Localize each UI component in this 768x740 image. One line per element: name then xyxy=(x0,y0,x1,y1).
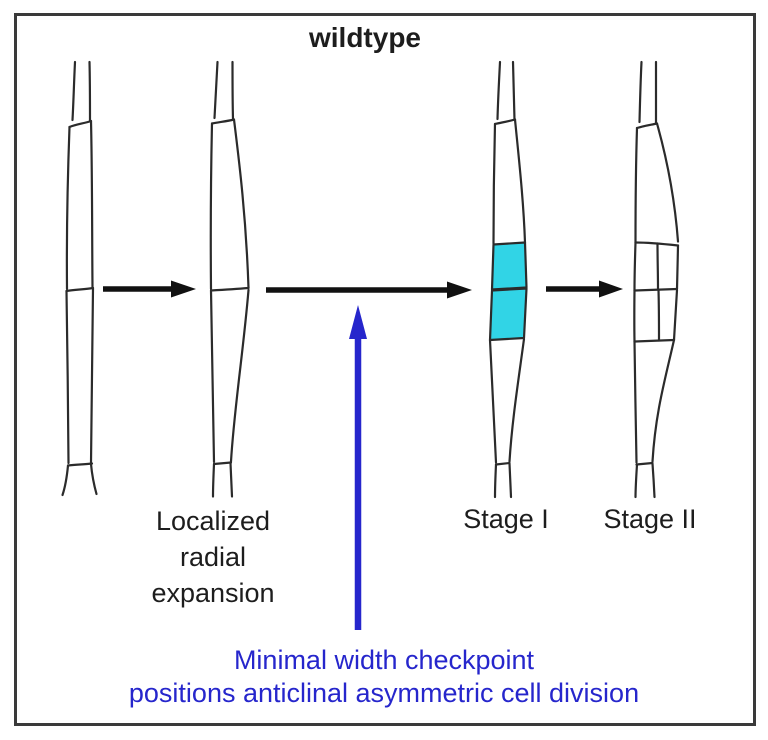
cell-file-radial-expansion xyxy=(209,60,250,498)
progression-arrows xyxy=(103,280,623,299)
arrow-step-3 xyxy=(546,280,623,298)
cell-wall xyxy=(209,122,214,291)
cell-wall xyxy=(209,289,216,464)
cell-wall xyxy=(213,60,219,120)
cell-wall xyxy=(71,60,77,122)
cell-file-stage1 xyxy=(488,60,528,499)
cell-wall xyxy=(493,463,498,499)
cell-wall xyxy=(89,119,94,289)
cell-junction xyxy=(635,461,654,466)
cell-wall xyxy=(638,60,643,124)
checkpoint-arrow xyxy=(349,305,367,630)
highlighted-cell-upper xyxy=(490,241,528,291)
cell-wall xyxy=(492,122,497,245)
cell-junction xyxy=(210,118,236,125)
cell-wall xyxy=(651,338,676,463)
cell-wall xyxy=(508,462,513,499)
cell-wall xyxy=(655,122,680,243)
cell-wall xyxy=(633,241,637,292)
cell-wall xyxy=(229,288,250,463)
cell-wall xyxy=(488,338,498,464)
cell-wall xyxy=(229,461,234,498)
division-line-horizontal xyxy=(633,287,679,292)
cell-junction xyxy=(65,286,95,293)
arrow-head xyxy=(349,305,367,339)
label-line: radial xyxy=(179,542,247,572)
cell-wall xyxy=(232,118,250,290)
cell-wall xyxy=(496,60,502,121)
cell-wall xyxy=(633,340,638,464)
division-line-vertical xyxy=(656,242,660,291)
cell-wall xyxy=(61,464,70,497)
cell-wall xyxy=(231,60,235,121)
annotation-line-2: positions anticlinal asymmetric cell div… xyxy=(128,678,640,708)
cell-wall xyxy=(651,462,656,499)
label-stage2: Stage II xyxy=(603,504,697,534)
cell-wall xyxy=(89,286,95,465)
arrow-step-1 xyxy=(103,280,196,298)
cell-wall xyxy=(65,125,71,291)
cell-file-stage2 xyxy=(633,60,680,499)
cell-junction xyxy=(212,461,233,466)
cell-junction xyxy=(635,122,659,130)
cell-wall xyxy=(211,462,216,498)
arrow-step-2 xyxy=(266,281,472,299)
cell-wall xyxy=(672,288,679,342)
cell-wall xyxy=(675,244,680,291)
cell-junction xyxy=(209,286,250,292)
cell-wall xyxy=(511,60,516,122)
label-line: Localized xyxy=(155,506,271,536)
cell-junction xyxy=(493,118,517,126)
cell-wall xyxy=(513,118,527,244)
checkpoint-annotation: Minimal width checkpoint positions antic… xyxy=(0,644,768,710)
label-line: expansion xyxy=(151,578,275,608)
arrow-head xyxy=(171,280,196,298)
division-line-horizontal xyxy=(633,338,676,343)
cell-wall xyxy=(65,289,70,465)
label-localized-radial-expansion: Localized radial expansion xyxy=(113,503,313,611)
cell-file-initial xyxy=(61,60,98,497)
division-line-vertical xyxy=(657,288,661,342)
arrow-head xyxy=(599,280,623,298)
cell-wall xyxy=(634,126,639,244)
label-stage1: Stage I xyxy=(463,504,549,534)
cell-wall xyxy=(634,463,639,499)
cell-junction xyxy=(494,461,511,466)
highlighted-cell-lower xyxy=(488,287,528,342)
arrow-head xyxy=(447,281,472,299)
panel-frame xyxy=(14,13,756,726)
cell-wall xyxy=(89,462,98,496)
annotation-line-1: Minimal width checkpoint xyxy=(233,645,535,675)
panel-title: wildtype xyxy=(308,22,421,53)
cell-wall xyxy=(508,337,526,463)
cell-junction xyxy=(68,119,93,129)
cell-wall xyxy=(88,60,92,123)
